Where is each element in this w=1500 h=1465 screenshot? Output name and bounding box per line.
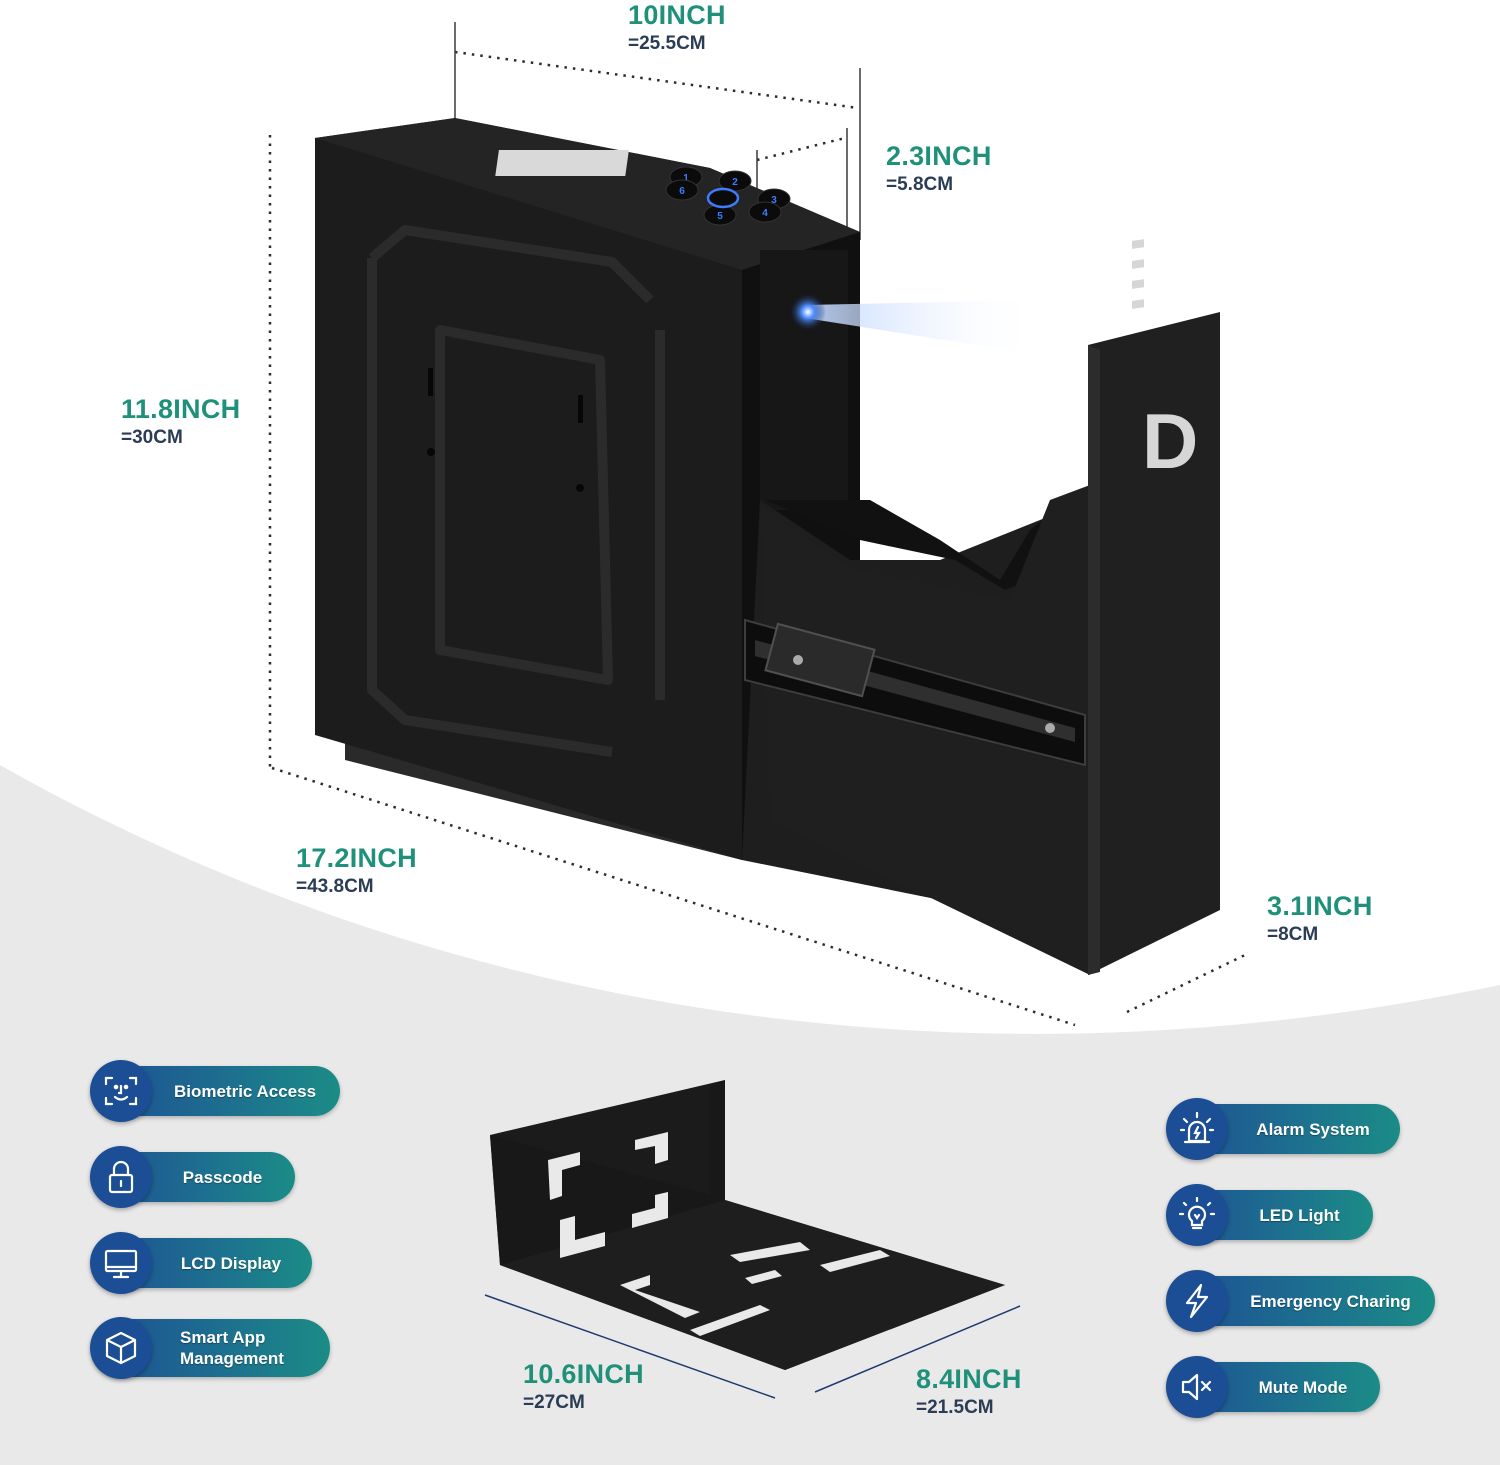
feature-lcd-display: LCD Display xyxy=(90,1232,312,1294)
mount-slot xyxy=(578,395,583,423)
background-wave xyxy=(0,765,1500,1465)
face-scan-icon xyxy=(90,1060,152,1122)
dimension-lines xyxy=(268,50,1246,1027)
mount-hole xyxy=(576,484,584,492)
dimension-bracket-width-inch: 8.4INCH xyxy=(916,1364,1022,1394)
drawer-front-edge xyxy=(1088,345,1100,975)
keypad-button xyxy=(665,179,699,201)
brand-logo-letter: D xyxy=(1142,397,1198,485)
dimension-depth-label: 2.3INCH =5.8CM xyxy=(886,141,992,195)
fingerprint-sensor-light xyxy=(790,294,826,330)
feature-led-light: LED Light xyxy=(1166,1184,1373,1246)
keypad-button xyxy=(748,201,782,223)
sensor-panel xyxy=(760,250,848,510)
drawer-front-panel xyxy=(1088,312,1220,975)
mute-speaker-icon xyxy=(1166,1356,1228,1418)
feature-label: Biometric Access xyxy=(173,1081,317,1101)
dimension-height-label: 11.8INCH =30CM xyxy=(121,394,241,448)
dimension-bracket-width-cm: =21.5CM xyxy=(916,1397,994,1418)
safe-body xyxy=(315,118,860,860)
cube-icon xyxy=(90,1317,152,1379)
rail-screw xyxy=(1045,723,1055,733)
rail-bracket xyxy=(764,622,876,698)
dimension-bracket-length-inch: 10.6INCH xyxy=(523,1359,644,1389)
sensor-beam xyxy=(805,300,1040,355)
dimension-panel-label: 3.1INCH =8CM xyxy=(1267,891,1373,945)
feature-label-line1: Smart App xyxy=(180,1328,266,1347)
keypad-button xyxy=(718,170,752,192)
safe-top xyxy=(315,118,860,270)
lcd-screen xyxy=(495,150,629,176)
keypad-digit: 5 xyxy=(717,211,723,222)
dimension-panel-inch: 3.1INCH xyxy=(1267,891,1373,921)
feature-label-line2: Management xyxy=(180,1349,284,1368)
keypad-digit: 1 xyxy=(683,173,689,184)
feature-mute-mode: Mute Mode xyxy=(1166,1356,1380,1418)
dimension-bracket-width-label: 8.4INCH =21.5CM xyxy=(916,1364,1022,1418)
dimension-height-cm: =30CM xyxy=(121,427,183,448)
dimension-depth-inch: 2.3INCH xyxy=(886,141,992,171)
feature-label: LCD Display xyxy=(180,1253,282,1273)
feature-emergency-charging: Emergency Charing xyxy=(1166,1270,1435,1332)
bracket-dimension-lines xyxy=(484,1294,1021,1399)
feature-biometric-access: Biometric Access xyxy=(90,1060,340,1122)
rail-screw xyxy=(793,655,803,665)
dimension-length-inch: 17.2INCH xyxy=(296,843,417,873)
keypad-digit: 3 xyxy=(771,195,777,206)
holster-cradle xyxy=(765,490,1080,590)
dimension-bracket-length-cm: =27CM xyxy=(523,1392,585,1413)
emboss-pattern xyxy=(367,225,665,757)
dimension-width-label: 10INCH =25.5CM xyxy=(628,0,726,54)
keypad-power-button xyxy=(706,187,740,209)
padlock-icon xyxy=(90,1146,152,1208)
mounting-bracket xyxy=(490,1001,1005,1370)
keypad-digit: 2 xyxy=(732,177,738,188)
dimension-depth-cm: =5.8CM xyxy=(886,174,954,195)
mount-slot xyxy=(428,368,433,396)
drawer-side xyxy=(760,485,1090,975)
feature-label: Alarm System xyxy=(1256,1119,1370,1139)
monitor-icon xyxy=(90,1232,152,1294)
feature-label: Smart App Management xyxy=(180,1319,316,1377)
lightbulb-icon xyxy=(1166,1184,1228,1246)
brand-logo: D xyxy=(1132,239,1198,485)
keypad-digit: 4 xyxy=(762,208,768,219)
feature-label: Passcode xyxy=(182,1167,263,1187)
mount-hole xyxy=(427,448,435,456)
dimension-width-cm: =25.5CM xyxy=(628,33,706,54)
feature-label: Mute Mode xyxy=(1258,1377,1348,1397)
dimension-length-label: 17.2INCH =43.8CM xyxy=(296,843,417,897)
feature-smart-app-management: Smart App Management xyxy=(90,1317,330,1379)
dimension-bracket-length-label: 10.6INCH =27CM xyxy=(523,1359,644,1413)
dimension-panel-cm: =8CM xyxy=(1267,924,1319,945)
alarm-icon xyxy=(1166,1098,1228,1160)
dimension-height-inch: 11.8INCH xyxy=(121,394,241,424)
feature-label: LED Light xyxy=(1259,1205,1340,1225)
dimension-width-inch: 10INCH xyxy=(628,0,726,30)
feature-label: Emergency Charing xyxy=(1250,1291,1411,1311)
keypad-digit: 6 xyxy=(679,186,685,197)
lightning-icon xyxy=(1166,1270,1228,1332)
dimension-length-cm: =43.8CM xyxy=(296,876,374,897)
keypad: 1 2 34 5 6 xyxy=(665,166,791,226)
feature-passcode: Passcode xyxy=(90,1146,295,1208)
feature-alarm-system: Alarm System xyxy=(1166,1098,1400,1160)
